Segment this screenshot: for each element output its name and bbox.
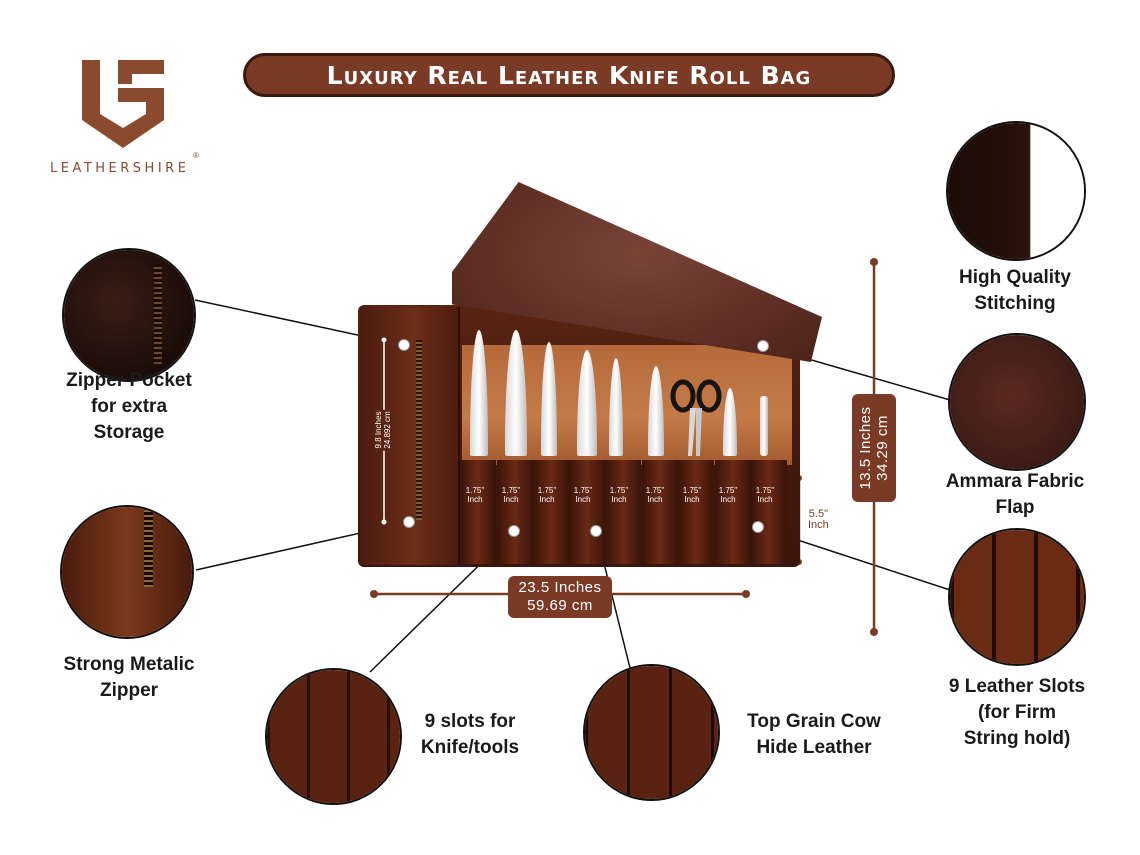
- stitching-closeup: [946, 121, 1086, 261]
- page-title: Luxury Real Leather Knife Roll Bag: [243, 53, 895, 97]
- zipper-pocket-marker: [398, 339, 410, 351]
- height-dimension-pill: [852, 394, 896, 502]
- leather-slots-marker: [752, 521, 764, 533]
- leather-slot: [715, 460, 751, 564]
- zipper-icon: [416, 340, 422, 520]
- brand-registered-mark: ®: [193, 151, 199, 160]
- slot-width-label: 1.75"Inch: [573, 486, 593, 504]
- utility-knife-icon: [541, 342, 557, 456]
- small-knife-icon: [723, 388, 737, 456]
- leather-slot: [678, 460, 714, 564]
- slot-width-label: 1.75"Inch: [501, 486, 521, 504]
- cow-hide-closeup: [583, 664, 720, 801]
- leather-slot: [605, 460, 641, 564]
- leather-slots-closeup: [948, 528, 1086, 666]
- kitchen-scissors-icon: [670, 379, 722, 456]
- leather-slot: [751, 460, 787, 564]
- leather-slot: [460, 460, 496, 564]
- leather-slot: [642, 460, 678, 564]
- slot-height-dimension: 5.5"Inch: [808, 508, 829, 531]
- leather-slot: [533, 460, 569, 564]
- slot-width-label: 1.75"Inch: [465, 486, 485, 504]
- chef-knife-icon: [505, 330, 527, 456]
- leather-slot: [497, 460, 533, 564]
- boning-knife-icon: [648, 366, 664, 456]
- brand-logo-icon: [82, 60, 164, 148]
- slot-width-label: 1.75"Inch: [609, 486, 629, 504]
- santoku-knife-icon: [577, 350, 597, 456]
- zipper-pocket-closeup: [62, 248, 196, 382]
- zipper-marker: [403, 516, 415, 528]
- bread-knife-icon: [470, 330, 488, 456]
- slot-width-label: 1.75"Inch: [682, 486, 702, 504]
- slot-width-label: 1.75"Inch: [537, 486, 557, 504]
- cow-hide-marker: [590, 525, 602, 537]
- slot-width-label: 1.75"Inch: [645, 486, 665, 504]
- fabric-flap-closeup: [948, 333, 1086, 471]
- brand-name: LEATHERSHIRE: [50, 161, 190, 176]
- slot-width-label: 1.75"Inch: [718, 486, 738, 504]
- sharpening-steel-icon: [760, 396, 768, 456]
- metal-zipper-closeup: [60, 505, 194, 639]
- knife-slots-closeup: [265, 668, 402, 805]
- leather-slot: [569, 460, 605, 564]
- paring-knife-icon: [609, 358, 623, 456]
- slot-width-label: 1.75"Inch: [755, 486, 775, 504]
- slots-marker: [508, 525, 520, 537]
- flap-marker: [757, 340, 769, 352]
